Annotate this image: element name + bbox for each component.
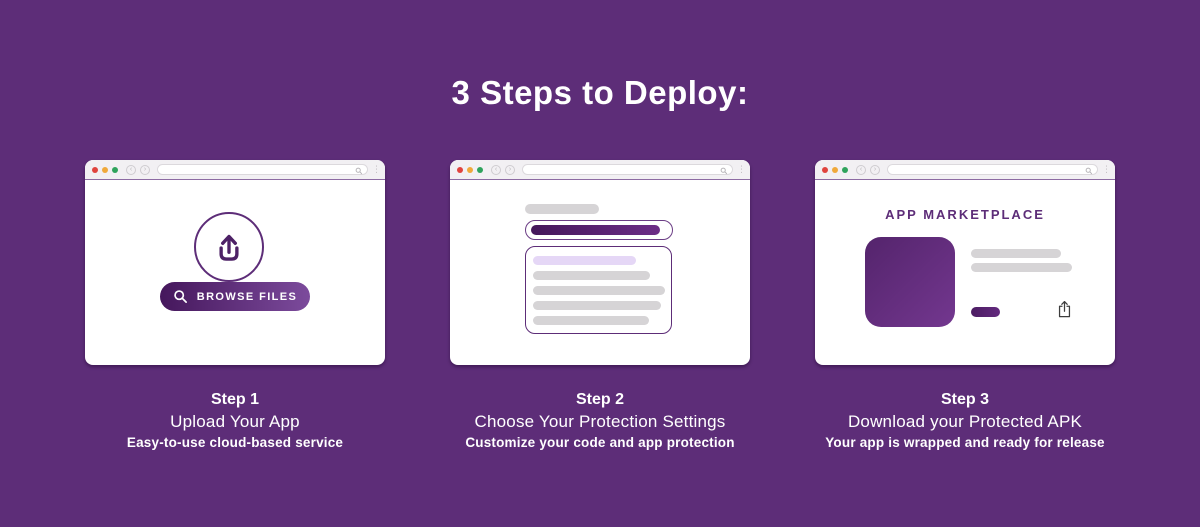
step-1-card: ‹ › ⋮ — [85, 160, 385, 452]
browser-menu-icon[interactable]: ⋮ — [1102, 164, 1111, 174]
address-bar[interactable] — [887, 164, 1098, 175]
upload-icon — [219, 234, 239, 261]
steps-row: ‹ › ⋮ — [0, 160, 1200, 452]
upload-dropzone[interactable] — [194, 212, 264, 282]
step-label: Step 2 — [575, 391, 624, 408]
browse-files-button[interactable]: BROWSE FILES — [160, 282, 310, 311]
close-window-icon[interactable] — [92, 166, 98, 173]
back-icon[interactable]: ‹ — [856, 164, 866, 175]
maximize-window-icon[interactable] — [112, 166, 118, 173]
skeleton-line — [533, 285, 665, 295]
skeleton-app-name — [971, 249, 1061, 258]
browser-menu-icon[interactable]: ⋮ — [372, 164, 381, 174]
step-1-caption: Step 1 Upload Your App Easy-to-use cloud… — [85, 389, 385, 452]
minimize-window-icon[interactable] — [832, 166, 838, 173]
skeleton-app-description — [971, 263, 1072, 272]
search-icon — [1085, 167, 1093, 174]
skeleton-line — [533, 315, 649, 325]
forward-icon[interactable]: › — [505, 164, 515, 175]
step-3-caption: Step 3 Download your Protected APK Your … — [815, 389, 1115, 452]
search-icon — [173, 290, 187, 303]
skeleton-section-label — [525, 204, 599, 214]
progress-panel — [525, 220, 673, 240]
browser-viewport: BROWSE FILES — [85, 181, 385, 365]
browser-topbar: ‹ › ⋮ — [815, 160, 1115, 180]
step-2-caption: Step 2 Choose Your Protection Settings C… — [450, 389, 750, 452]
minimize-window-icon[interactable] — [102, 166, 108, 173]
forward-icon[interactable]: › — [870, 164, 880, 175]
browser-window-settings: ‹ › ⋮ — [450, 160, 750, 365]
step-title: Download your Protected APK — [847, 412, 1083, 431]
marketplace-title: APP MARKETPLACE — [885, 207, 1045, 222]
app-icon-tile[interactable] — [865, 237, 955, 327]
skeleton-line — [533, 270, 650, 280]
browser-topbar: ‹ › ⋮ — [85, 160, 385, 180]
maximize-window-icon[interactable] — [842, 166, 848, 173]
download-pill — [971, 307, 1000, 317]
step-subtitle: Customize your code and app protection — [465, 435, 735, 450]
back-icon[interactable]: ‹ — [491, 164, 501, 175]
page-title: 3 Steps to Deploy: — [451, 74, 749, 111]
skeleton-line-selected — [533, 255, 636, 265]
skeleton-line — [533, 300, 661, 310]
maximize-window-icon[interactable] — [477, 166, 483, 173]
close-window-icon[interactable] — [822, 166, 828, 173]
share-icon — [1058, 300, 1071, 318]
step-subtitle: Easy-to-use cloud-based service — [126, 435, 344, 450]
step-label: Step 3 — [940, 391, 989, 408]
minimize-window-icon[interactable] — [467, 166, 473, 173]
address-bar[interactable] — [522, 164, 733, 175]
browser-menu-icon[interactable]: ⋮ — [737, 164, 746, 174]
step-subtitle: Your app is wrapped and ready for releas… — [825, 435, 1105, 450]
browse-files-label: BROWSE FILES — [196, 290, 298, 303]
search-icon — [720, 167, 728, 174]
step-title: Upload Your App — [170, 412, 300, 431]
back-icon[interactable]: ‹ — [126, 164, 136, 175]
progress-bar — [531, 225, 660, 235]
step-title: Choose Your Protection Settings — [474, 412, 726, 431]
browser-viewport: APP MARKETPLACE — [815, 181, 1115, 365]
browser-window-upload: ‹ › ⋮ — [85, 160, 385, 365]
step-3-card: ‹ › ⋮ APP MARKETPLACE — [815, 160, 1115, 452]
step-2-card: ‹ › ⋮ — [450, 160, 750, 452]
step-label: Step 1 — [210, 391, 259, 408]
settings-panel — [525, 246, 672, 334]
browser-window-marketplace: ‹ › ⋮ APP MARKETPLACE — [815, 160, 1115, 365]
close-window-icon[interactable] — [457, 166, 463, 173]
address-bar[interactable] — [157, 164, 368, 175]
browser-viewport — [450, 181, 750, 365]
share-button[interactable] — [1057, 300, 1072, 318]
browser-topbar: ‹ › ⋮ — [450, 160, 750, 180]
search-icon — [355, 167, 363, 174]
forward-icon[interactable]: › — [140, 164, 150, 175]
